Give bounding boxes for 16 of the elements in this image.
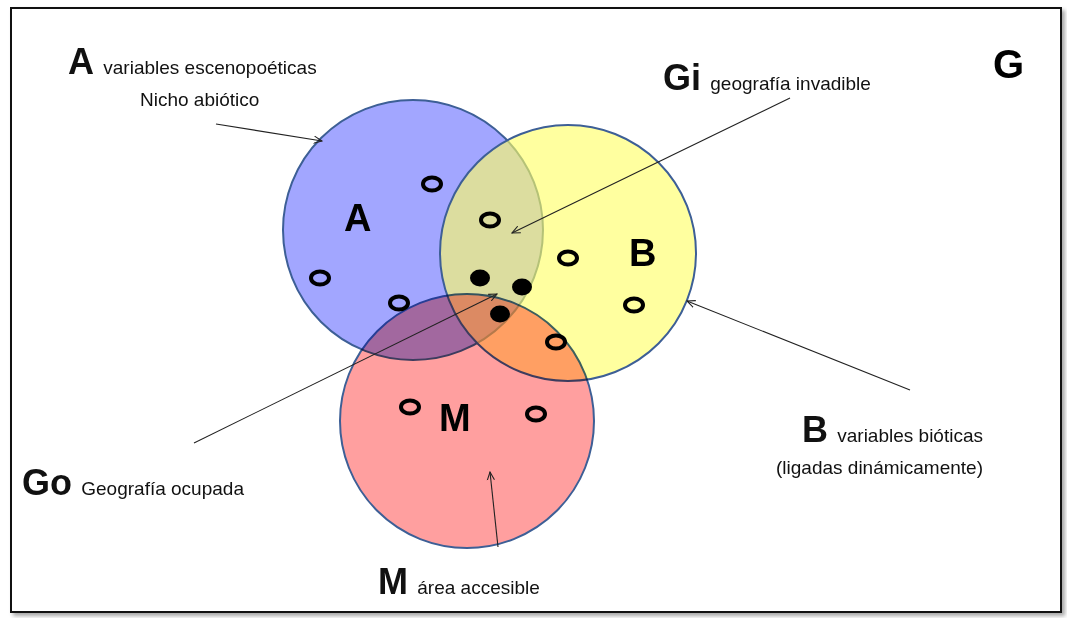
set-letter: B [629,234,657,272]
callout-text: Nicho abiótico [140,89,260,111]
leader-arrow [193,293,498,444]
callout-text: Gi geografía invadible [663,58,871,98]
set-label: G [993,44,1025,84]
set-letter: A [344,199,372,237]
leader-arrow [215,123,323,144]
callout-text: (ligadas dinámicamente) [776,457,983,479]
callout-text: M área accesible [378,562,540,602]
callout-text: A variables escenopoéticas [68,42,317,82]
set-letter: M [439,399,471,437]
callout-text: B variables bióticas [801,410,983,450]
leader-arrow [486,471,499,548]
callout-text: Go Geografía ocupada [22,463,244,503]
leader-arrow [686,300,911,391]
leader-arrow [511,97,791,234]
